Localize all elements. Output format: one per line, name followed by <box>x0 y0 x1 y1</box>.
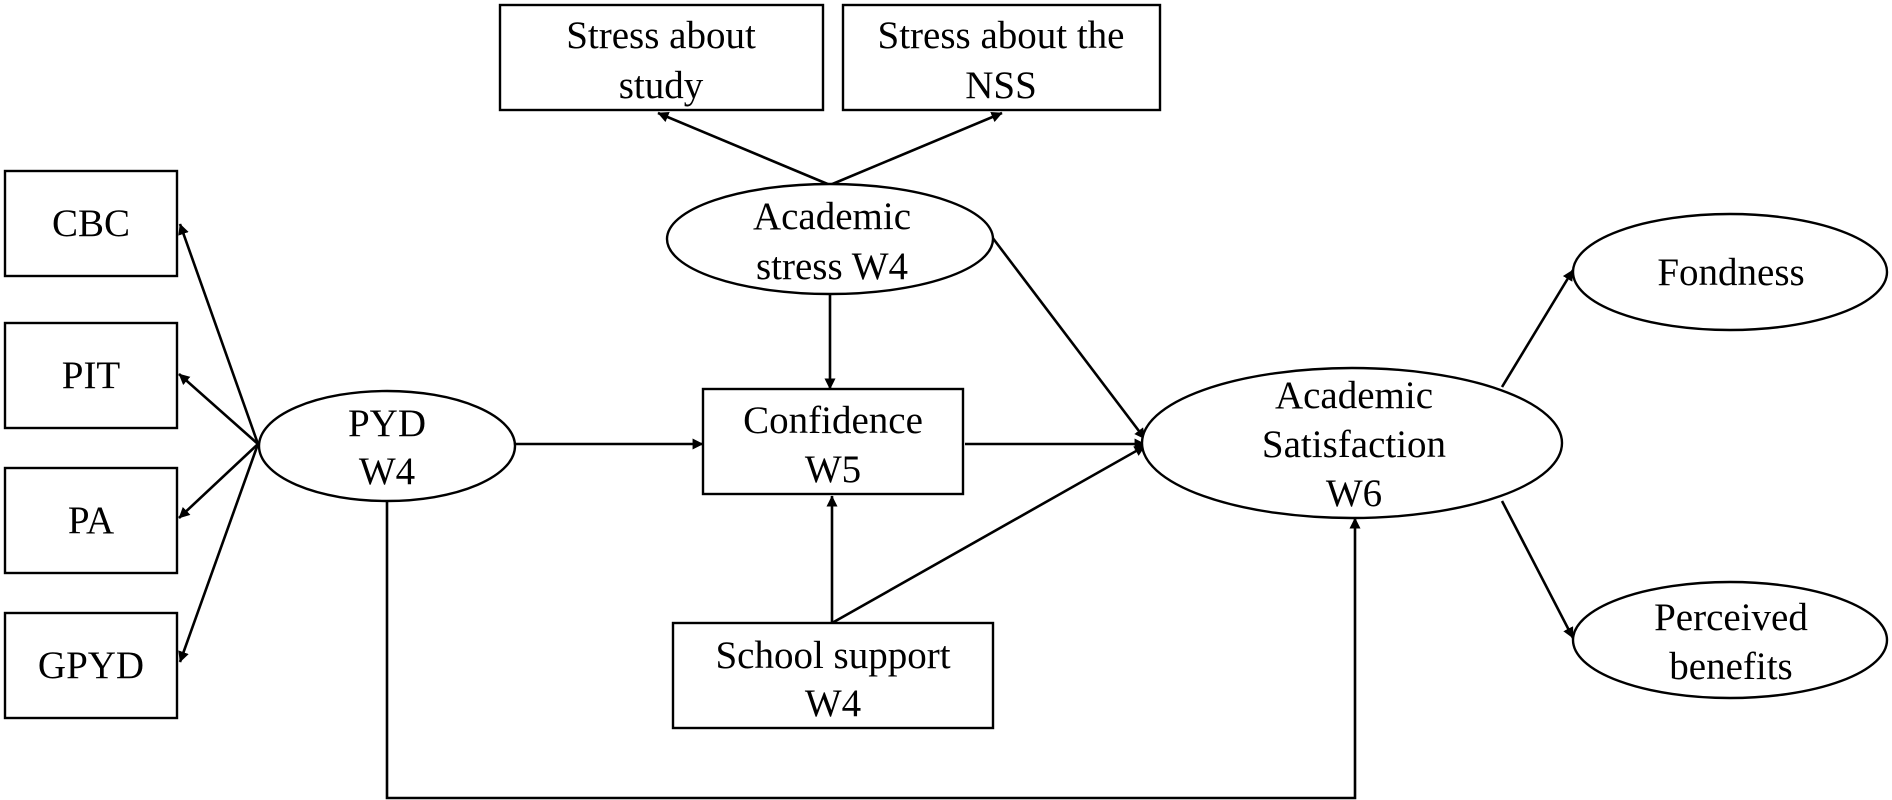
stress-about-study-line-1: Stress about <box>566 14 756 57</box>
node-fondness: Fondness <box>1571 212 1889 332</box>
school-support-line-1: School support <box>715 634 950 677</box>
stress-about-nss-line-2: NSS <box>965 64 1037 107</box>
pit-label: PIT <box>62 354 121 397</box>
edge-pyd-to-pa <box>178 443 259 519</box>
stress-about-study-line-2: study <box>619 64 704 107</box>
nodes-layer: Stress about study Stress about the NSS … <box>3 3 1889 730</box>
node-pit: PIT <box>3 321 179 430</box>
edge-pyd-to-pit <box>178 373 259 445</box>
node-confidence-w5: Confidence W5 <box>701 387 965 496</box>
edge-academic-satisfaction-to-fondness <box>1500 269 1575 388</box>
academic-stress-line-2: stress W4 <box>756 245 908 288</box>
perceived-benefits-line-2: benefits <box>1669 645 1792 688</box>
node-stress-about-the-nss: Stress about the NSS <box>841 3 1162 112</box>
edge-school-support-to-academic-satisfaction <box>831 444 1146 625</box>
academic-satisfaction-line-3: W6 <box>1326 472 1382 515</box>
fondness-label: Fondness <box>1657 251 1804 294</box>
edge-pyd-to-gpyd <box>178 443 260 663</box>
perceived-benefits-line-1: Perceived <box>1654 596 1808 639</box>
pyd-line-1: PYD <box>348 402 426 445</box>
edge-academic-satisfaction-to-perceived-benefits <box>1500 500 1575 639</box>
edge-academic-stress-to-stress-study <box>657 111 831 187</box>
node-academic-satisfaction-w6: Academic Satisfaction W6 <box>1140 366 1564 520</box>
academic-satisfaction-line-2: Satisfaction <box>1262 423 1446 466</box>
node-pyd-w4: PYD W4 <box>257 389 517 503</box>
node-gpyd: GPYD <box>3 611 179 720</box>
edge-academic-stress-to-stress-nss <box>829 111 1003 187</box>
node-pa: PA <box>3 466 179 575</box>
pa-label: PA <box>68 499 114 542</box>
academic-stress-line-1: Academic <box>753 195 911 238</box>
gpyd-label: GPYD <box>38 644 144 687</box>
node-school-support-w4: School support W4 <box>671 621 995 730</box>
node-academic-stress-w4: Academic stress W4 <box>665 182 995 296</box>
edge-academic-stress-to-academic-satisfaction <box>990 236 1147 440</box>
school-support-line-2: W4 <box>805 682 861 725</box>
pyd-line-2: W4 <box>359 450 415 493</box>
edge-pyd-to-academic-satisfaction <box>385 500 1361 800</box>
cbc-label: CBC <box>52 202 130 245</box>
node-stress-about-study: Stress about study <box>498 3 825 112</box>
node-cbc: CBC <box>3 169 179 278</box>
confidence-line-2: W5 <box>805 448 861 491</box>
edge-pyd-to-cbc <box>178 223 260 445</box>
academic-satisfaction-line-1: Academic <box>1275 374 1433 417</box>
stress-about-nss-line-1: Stress about the <box>878 14 1125 57</box>
edges-layer <box>178 111 1575 800</box>
node-perceived-benefits: Perceived benefits <box>1571 580 1889 700</box>
confidence-line-1: Confidence <box>743 399 923 442</box>
